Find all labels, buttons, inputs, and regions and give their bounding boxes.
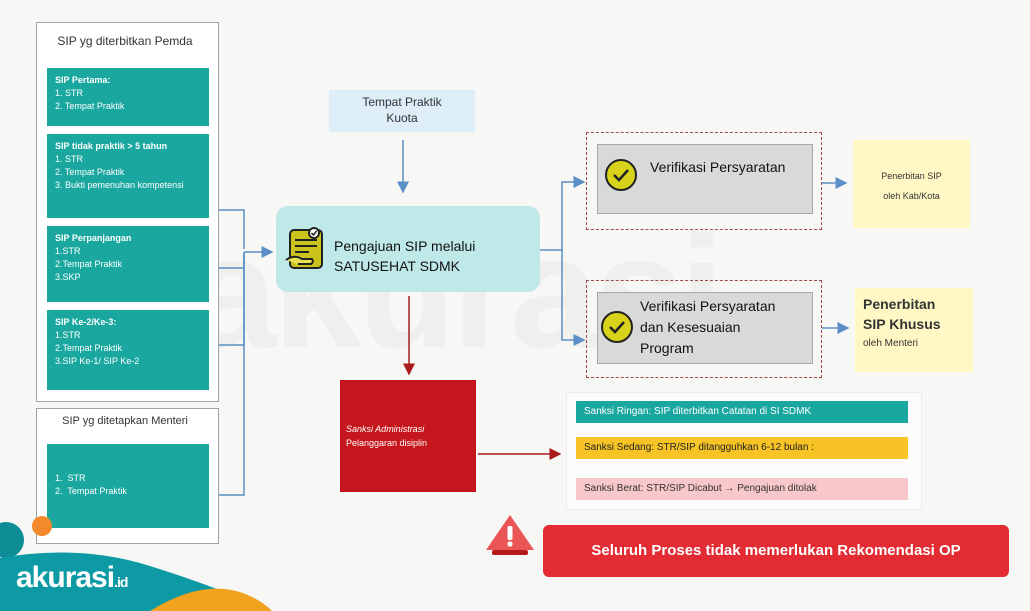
verifikasi-2-label: Verifikasi Persyaratan dan Kesesuaian Pr… (640, 298, 776, 356)
check-circle-icon (601, 311, 633, 343)
card-item: 2. Tempat Praktik (55, 167, 125, 177)
card-item: 3.SIP Ke-1/ SIP Ke-2 (55, 356, 140, 366)
card-head: SIP Pertama: (55, 75, 111, 85)
rekomendasi-banner: Seluruh Proses tidak memerlukan Rekomend… (543, 525, 1009, 577)
warning-siren-icon (486, 515, 534, 555)
penerbitan-sip-box: Penerbitan SIP oleh Kab/Kota (853, 140, 970, 228)
logo-background-shape (0, 516, 272, 611)
card-item: 2.Tempat Praktik (55, 259, 123, 269)
tempat-praktik-kuota-box: Tempat Praktik Kuota (329, 90, 475, 132)
card-item: 1. STR (55, 154, 84, 164)
left-connectors (208, 209, 274, 496)
verifikasi-2-box (597, 292, 813, 364)
card-item: 1.STR (55, 330, 81, 340)
card-item: 1.STR (55, 246, 81, 256)
kuota-line2: Kuota (386, 111, 418, 125)
menteri-card: 1. STR 2. Tempat Praktik (47, 444, 209, 528)
card-head: SIP tidak praktik > 5 tahun (55, 141, 168, 151)
card-item: 1. STR (55, 88, 84, 98)
akurasi-logo: akurasi.id (16, 561, 128, 594)
sanksi-ringan-bar: Sanksi Ringan: SIP diterbitkan Catatan d… (576, 401, 908, 423)
card-item: 2. Tempat Praktik (55, 101, 125, 111)
verifikasi-1-frame (586, 132, 822, 230)
check-circle-icon (605, 159, 637, 191)
kuota-line1: Tempat Praktik (362, 95, 442, 109)
card-head: SIP Ke-2/Ke-3: (55, 317, 117, 327)
card-item: 3.SKP (55, 272, 81, 282)
verifikasi-1-label: Verifikasi Persyaratan (650, 159, 786, 175)
verifikasi-2-frame (586, 280, 822, 378)
sanksi-sedang-bar: Sanksi Sedang: STR/SIP ditangguhkan 6-12… (576, 437, 908, 459)
card-item: 2. Tempat Praktik (55, 486, 127, 496)
pemda-card-3: SIP Perpanjangan 1.STR 2.Tempat Praktik … (47, 226, 209, 302)
pengajuan-sip-label: Pengajuan SIP melalui SATUSEHAT SDMK (334, 238, 476, 274)
pemda-panel-title: SIP yg diterbitkan Pemda (57, 34, 193, 48)
card-item: 3. Bukti pemenuhan kompetensi (55, 180, 184, 190)
card-item: 2.Tempat Praktik (55, 343, 123, 353)
penerbitan-sip-khusus-box: Penerbitan SIP Khusus oleh Menteri (855, 288, 973, 372)
card-item: 1. STR (55, 473, 86, 483)
form-hand-icon (285, 227, 323, 269)
pemda-card-2: SIP tidak praktik > 5 tahun 1. STR 2. Te… (47, 134, 209, 218)
sanksi-administrasi-box: Sanksi Administrasi Pelanggaran disiplin (340, 380, 476, 492)
sanksi-berat-bar: Sanksi Berat: STR/SIP Dicabut → Pengajua… (576, 478, 908, 500)
pemda-card-1: SIP Pertama: 1. STR 2. Tempat Praktik (47, 68, 209, 126)
pemda-card-4: SIP Ke-2/Ke-3: 1.STR 2.Tempat Praktik 3.… (47, 310, 209, 390)
menteri-panel-title: SIP yg ditetapkan Menteri (62, 415, 188, 427)
verif-connectors (540, 176, 586, 346)
card-head: SIP Perpanjangan (55, 233, 132, 243)
